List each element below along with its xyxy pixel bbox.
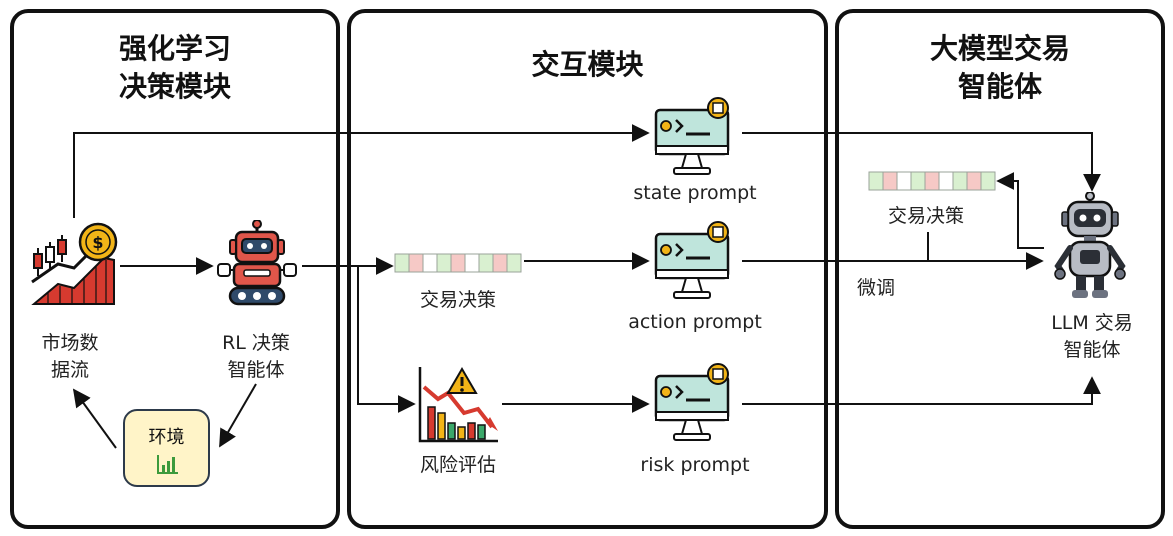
rl-panel-title: 强化学习 决策模块 xyxy=(10,30,340,106)
llm-title-line2: 智能体 xyxy=(957,70,1042,103)
market-label: 市场数 据流 xyxy=(20,330,120,384)
state-prompt-monitor-icon xyxy=(654,97,730,175)
llm-decision-bar-icon xyxy=(868,171,996,191)
risk-chart-icon xyxy=(418,367,498,443)
rl-agent-label-line1: RL 决策 xyxy=(222,332,290,354)
interaction-title: 交互模块 xyxy=(531,48,644,81)
llm-title-line1: 大模型交易 xyxy=(929,32,1070,65)
llm-decision-label: 交易决策 xyxy=(887,205,964,227)
state-prompt-label: state prompt xyxy=(633,182,757,204)
environment-label: 环境 xyxy=(148,427,185,448)
rl-title-line1: 强化学习 xyxy=(118,32,231,65)
risk-assessment-label: 风险评估 xyxy=(419,454,496,476)
rl-agent-label: RL 决策 智能体 xyxy=(206,330,306,384)
trade-decision-label: 交易决策 xyxy=(419,289,496,311)
risk-prompt-monitor-icon xyxy=(654,363,730,441)
market-label-line2: 据流 xyxy=(50,359,89,381)
market-label-line1: 市场数 xyxy=(41,332,99,354)
environment-box: 环境 xyxy=(123,409,210,487)
market-chart-icon: $ xyxy=(31,222,118,305)
decision-bar-icon xyxy=(394,253,522,273)
llm-agent-label-line2: 智能体 xyxy=(1063,339,1121,361)
action-prompt-label: action prompt xyxy=(628,311,762,333)
llm-agent-label: LLM 交易 智能体 xyxy=(1032,310,1152,364)
llm-robot-icon xyxy=(1054,192,1126,298)
rl-agent-label-line2: 智能体 xyxy=(227,359,285,381)
rl-title-line2: 决策模块 xyxy=(118,70,231,103)
interaction-panel-title: 交互模块 xyxy=(347,46,828,84)
risk-prompt-label: risk prompt xyxy=(640,454,750,476)
bar-chart-icon xyxy=(157,455,178,474)
finetune-label: 微调 xyxy=(856,277,895,299)
llm-panel-title: 大模型交易 智能体 xyxy=(835,30,1165,106)
svg-text:$: $ xyxy=(92,233,103,252)
action-prompt-monitor-icon xyxy=(654,221,730,299)
rl-robot-icon xyxy=(217,220,297,306)
llm-agent-label-line1: LLM 交易 xyxy=(1051,312,1133,334)
